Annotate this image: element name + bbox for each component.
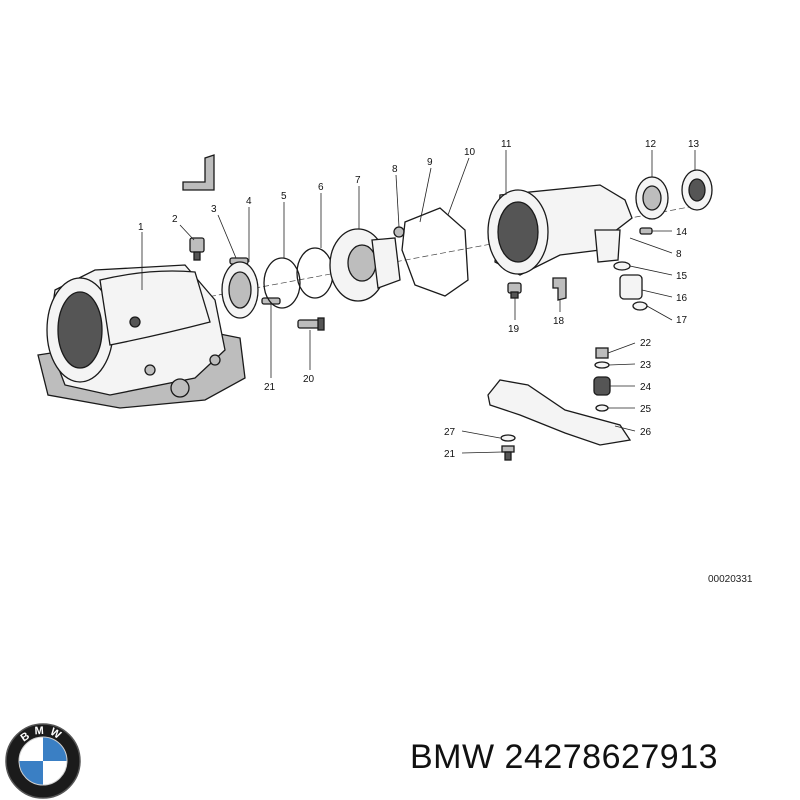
- callout-19: 19: [508, 324, 520, 335]
- callout-2: 2: [172, 214, 178, 225]
- callout-27: 27: [444, 427, 456, 438]
- callout-10: 10: [464, 147, 476, 158]
- bearing-part: [221, 261, 259, 319]
- extension-housing: [487, 184, 633, 276]
- callout-24: 24: [640, 382, 652, 393]
- callout-17: 17: [676, 315, 688, 326]
- snap-ring-part: [263, 257, 301, 309]
- seal-part-13: [681, 169, 713, 211]
- callout-23: 23: [640, 360, 652, 371]
- callout-14: 14: [676, 227, 688, 238]
- bracket-part-18: [552, 277, 567, 301]
- bolt-part-19: [507, 282, 522, 299]
- callout-4: 4: [246, 196, 252, 207]
- callout-8: 8: [392, 164, 398, 175]
- washer-part-25: [595, 404, 609, 412]
- screw-part-14: [639, 227, 653, 235]
- rubber-mount-part-24: [593, 376, 611, 396]
- ring-part-15: [613, 261, 631, 271]
- callout-21b: 21: [444, 449, 456, 460]
- callout-15: 15: [676, 271, 688, 282]
- callout-22: 22: [640, 338, 652, 349]
- transmission-housing: [37, 264, 246, 409]
- callout-9: 9: [427, 157, 433, 168]
- part-number-label: BMW 24278627913: [410, 738, 719, 776]
- bolt-part-21-lower: [501, 445, 515, 461]
- flange-part: [329, 228, 401, 302]
- bmw-logo: BMW: [5, 723, 81, 799]
- callout-8b: 8: [676, 249, 682, 260]
- callout-20: 20: [303, 374, 315, 385]
- callout-11: 11: [501, 139, 512, 150]
- washer-part: [393, 226, 405, 238]
- callout-5: 5: [281, 191, 287, 202]
- gasket-part: [401, 207, 469, 297]
- callout-25: 25: [640, 404, 652, 415]
- callout-18: 18: [553, 316, 565, 327]
- bolt-part-20: [297, 317, 325, 331]
- nut-part-22: [595, 347, 609, 359]
- seal-ring-part: [296, 247, 334, 299]
- top-bracket: [182, 154, 215, 191]
- callout-6: 6: [318, 182, 324, 193]
- callout-3: 3: [211, 204, 217, 215]
- callout-12: 12: [645, 139, 657, 150]
- ring-part-17: [632, 301, 648, 311]
- washer-part-27: [500, 434, 516, 442]
- callout-numbers: 1 2 3 4 5 6 7 8 9 10 11 12 13 14 8 15 16…: [138, 139, 700, 460]
- bearing-part-12: [635, 176, 669, 220]
- callout-7: 7: [355, 175, 361, 186]
- callout-1: 1: [138, 222, 144, 233]
- diagram-reference-number: 00020331: [708, 574, 753, 585]
- leader-lines: [141, 150, 696, 454]
- sleeve-part-16: [619, 274, 643, 300]
- callout-16: 16: [676, 293, 688, 304]
- plug-part: [189, 237, 205, 261]
- crossmember-part: [487, 379, 632, 446]
- callout-21: 21: [264, 382, 276, 393]
- callout-26: 26: [640, 427, 652, 438]
- callout-13: 13: [688, 139, 700, 150]
- washer-part-23: [594, 361, 610, 369]
